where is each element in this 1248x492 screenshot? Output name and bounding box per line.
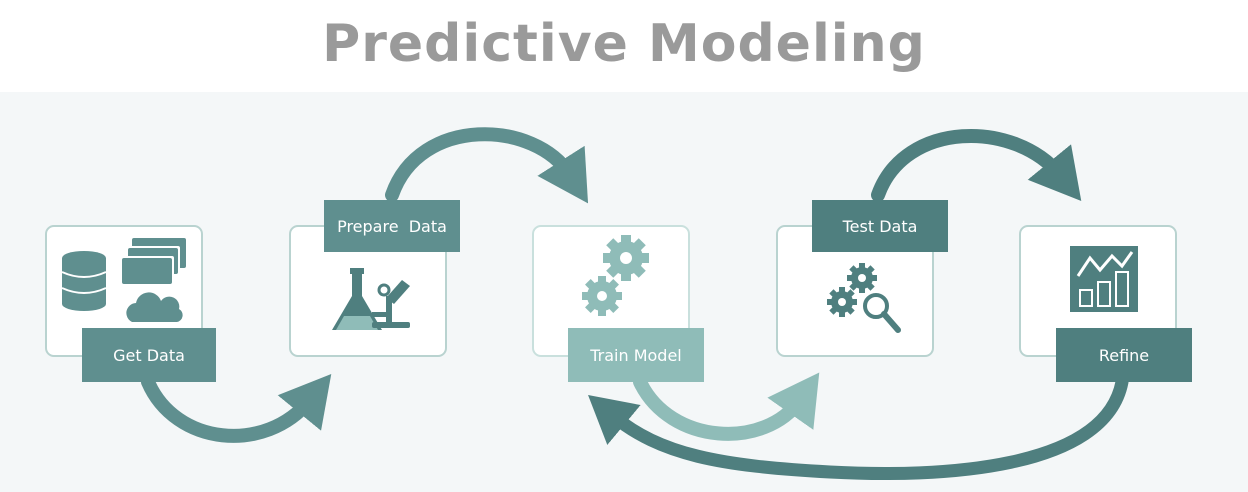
label-box-get-data [82, 328, 216, 382]
arrow-get-to-prepare [141, 374, 332, 443]
label-box-refine [1056, 328, 1192, 382]
label-box-prepare-data [324, 200, 460, 252]
page-title: Predictive Modeling [322, 14, 926, 74]
stage-label-refine: Refine [1098, 345, 1150, 365]
stage-label-prepare-data: Prepare Data [337, 216, 447, 236]
line-bar-chart-icon [1070, 246, 1138, 312]
lab-flask-microscope-icon [332, 268, 410, 330]
stage-label-train-model: Train Model [590, 345, 682, 365]
label-box-train-model [568, 328, 704, 382]
database-documents-cloud-icon [61, 238, 186, 322]
stage-label-test-data: Test Data [842, 216, 918, 236]
arrow-train-to-test [633, 372, 820, 441]
arrow-test-to-refine [871, 128, 1082, 202]
arrow-refine-to-train [588, 375, 1129, 481]
label-box-test-data [812, 200, 948, 252]
gears-magnifier-icon [820, 256, 901, 333]
stage-label-get-data: Get Data [113, 345, 185, 365]
arrow-prepare-to-train [385, 127, 589, 204]
gears-icon [573, 225, 659, 325]
